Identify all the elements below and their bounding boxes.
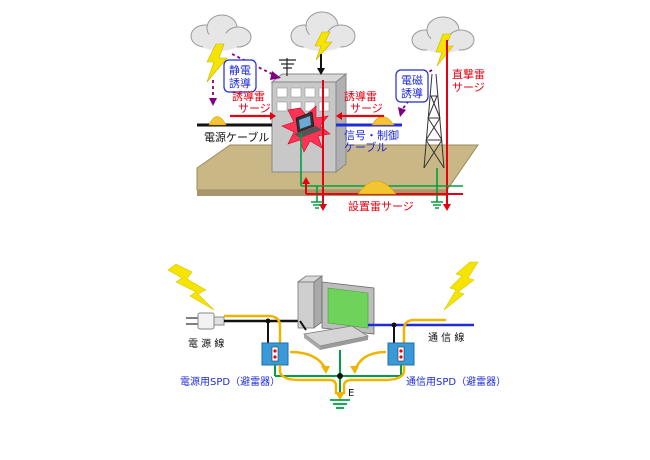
static-induction-label-line1: 静電 — [229, 63, 251, 77]
lightning-bolt-bottom-left-icon — [167, 263, 215, 311]
comm-spd-label: 通信用SPD（避雷器） — [406, 375, 506, 388]
surge-flow-arrowhead-down — [335, 392, 345, 400]
surge-flow-branch-left — [289, 350, 328, 371]
power-spd-label: 電源用SPD（避雷器） — [180, 375, 280, 388]
static-induction-arrowhead — [270, 71, 281, 80]
signal-cable-label-line1: 信号・制御 — [344, 128, 399, 142]
surge-flow-branch-right — [353, 350, 387, 371]
computer-icon — [296, 275, 375, 350]
induced-surge-right-label-line1: 誘導雷 — [344, 89, 377, 103]
power-cable-label: 電源ケーブル — [204, 130, 269, 144]
tower-icon — [423, 73, 445, 169]
signal-cable-label-line2: ケーブル — [344, 140, 387, 154]
em-induction-label-box — [395, 69, 429, 103]
power-plug-icon — [186, 312, 225, 330]
static-induction-label-box — [223, 59, 257, 93]
antenna-icon — [279, 58, 296, 76]
cloud-left-icon — [190, 14, 252, 51]
induced-surge-arrows — [230, 112, 384, 120]
lightning-bolt-center-icon — [314, 31, 333, 61]
ground-surge-label: 設置雷サージ — [348, 199, 414, 213]
power-spd-box — [261, 342, 289, 366]
ground-symbol-right-icon — [431, 201, 443, 209]
lightning-bolt-left-icon — [206, 43, 228, 83]
direct-strike-label-line2: サージ — [452, 81, 485, 94]
surge-flow-arrows — [278, 365, 406, 394]
power-line-label: 電 源 線 — [188, 337, 224, 350]
lightning-bolt-bottom-right-icon — [443, 261, 479, 311]
em-induction-label-line1: 電磁 — [401, 74, 423, 87]
power-junction-dot — [265, 318, 271, 324]
computer-power-cord — [299, 320, 307, 331]
lightning-surge-paths-diagram: 静電 誘導 電磁 誘導 直撃雷 サージ 誘導雷 サージ 誘導雷 サージ 電源ケー… — [190, 11, 485, 213]
induced-surge-right-label-line2: サージ — [350, 102, 383, 115]
comm-spd-box — [387, 342, 415, 366]
ground-junction-dot — [337, 373, 343, 379]
induced-surge-left-label-line1: 誘導雷 — [232, 89, 265, 103]
comm-line-label: 通 信 線 — [428, 331, 464, 344]
earth-label: E — [348, 388, 354, 399]
static-induction-down-arrowhead — [209, 98, 217, 106]
direct-strike-line — [443, 40, 451, 211]
earth-ground-icon — [330, 399, 350, 409]
spd-protection-diagram: 電 源 線 通 信 線 電源用SPD（避雷器） 通信用SPD（避雷器） E — [167, 261, 506, 409]
comm-line — [374, 318, 474, 345]
center-strike-arrow — [317, 54, 325, 75]
em-induction-arrowhead — [398, 107, 406, 117]
ground-symbol-left-icon — [311, 201, 323, 209]
ground-surge-arrow — [302, 177, 463, 195]
induced-surge-left-label-line2: サージ — [238, 102, 271, 115]
power-line — [224, 314, 300, 345]
static-induction-label-line2: 誘導 — [229, 76, 251, 90]
lightning-bolt-right-icon — [435, 33, 454, 67]
comm-junction-dot — [391, 322, 397, 328]
em-induction-label-line2: 誘導 — [401, 86, 423, 100]
power-cable — [197, 116, 272, 127]
direct-strike-label-line1: 直撃雷 — [452, 67, 485, 81]
